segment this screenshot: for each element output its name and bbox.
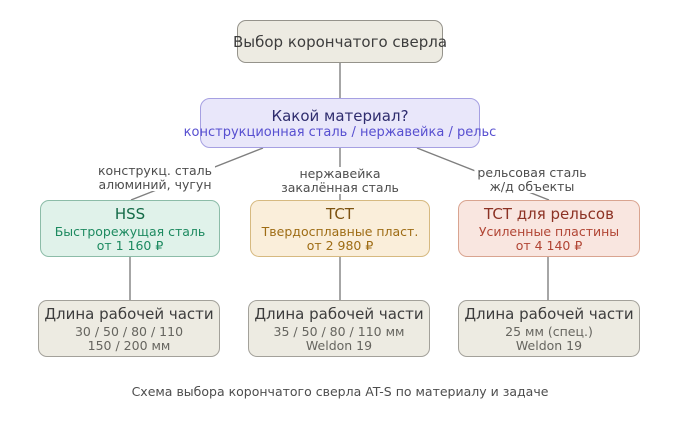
flow-node-root: Выбор корончатого сверла xyxy=(233,20,447,63)
length-node-values: 150 / 200 мм xyxy=(87,337,171,353)
length-node-title: Длина рабочей части xyxy=(254,304,424,323)
length-node-values: Weldon 19 xyxy=(305,337,373,353)
flow-node-length-hss: Длина рабочей части 30 / 50 / 80 / 110 1… xyxy=(38,300,220,357)
edge-label-structural-steel: конструкц. сталь алюминий, чугун xyxy=(94,163,216,192)
tct-node-price: от 2 980 ₽ xyxy=(306,237,374,253)
edge-label-rail-steel: рельсовая сталь ж/д объекты xyxy=(474,165,590,194)
tct-node-description: Твердосплавные пласт. xyxy=(261,223,419,239)
edge-label-line: алюминий, чугун xyxy=(98,176,212,192)
length-node-values: 30 / 50 / 80 / 110 xyxy=(74,323,184,339)
flow-node-tct-rails: TCT для рельсов Усиленные пластины от 4 … xyxy=(458,200,640,257)
material-question-title: Какой материал? xyxy=(271,106,409,125)
edge-label-line: нержавейка xyxy=(299,166,381,181)
tct-node-title: TCT xyxy=(326,204,354,223)
root-node-title: Выбор корончатого сверла xyxy=(233,32,448,51)
length-node-values: Weldon 19 xyxy=(515,337,583,353)
tct-rails-node-title: TCT для рельсов xyxy=(484,204,614,223)
hss-node-description: Быстрорежущая сталь xyxy=(54,223,206,239)
edge-label-line: конструкц. сталь xyxy=(97,163,213,178)
hss-node-price: от 1 160 ₽ xyxy=(96,237,164,253)
material-question-subtitle: конструкционная сталь / нержавейка / рел… xyxy=(183,124,497,140)
flow-node-length-tct: Длина рабочей части 35 / 50 / 80 / 110 м… xyxy=(248,300,430,357)
edge-label-line: ж/д объекты xyxy=(489,178,575,194)
flow-node-length-rails: Длина рабочей части 25 мм (спец.) Weldon… xyxy=(458,300,640,357)
tct-rails-node-description: Усиленные пластины xyxy=(478,223,620,239)
flow-node-hss: HSS Быстрорежущая сталь от 1 160 ₽ xyxy=(40,200,220,257)
length-node-values: 35 / 50 / 80 / 110 мм xyxy=(273,323,405,339)
length-node-values: 25 мм (спец.) xyxy=(505,323,593,339)
edge-label-line: рельсовая сталь xyxy=(477,165,587,180)
edge-label-line: закалённая сталь xyxy=(281,179,399,195)
tct-rails-node-price: от 4 140 ₽ xyxy=(515,237,583,253)
length-node-title: Длина рабочей части xyxy=(464,304,634,323)
flow-node-tct: TCT Твердосплавные пласт. от 2 980 ₽ xyxy=(250,200,430,257)
flow-node-material-question: Какой материал? конструкционная сталь / … xyxy=(184,98,496,148)
length-node-title: Длина рабочей части xyxy=(44,304,214,323)
edge-label-stainless: нержавейка закалённая сталь xyxy=(278,167,402,194)
diagram-caption: Схема выбора корончатого сверла AT-S по … xyxy=(131,384,549,399)
hss-node-title: HSS xyxy=(114,204,146,223)
